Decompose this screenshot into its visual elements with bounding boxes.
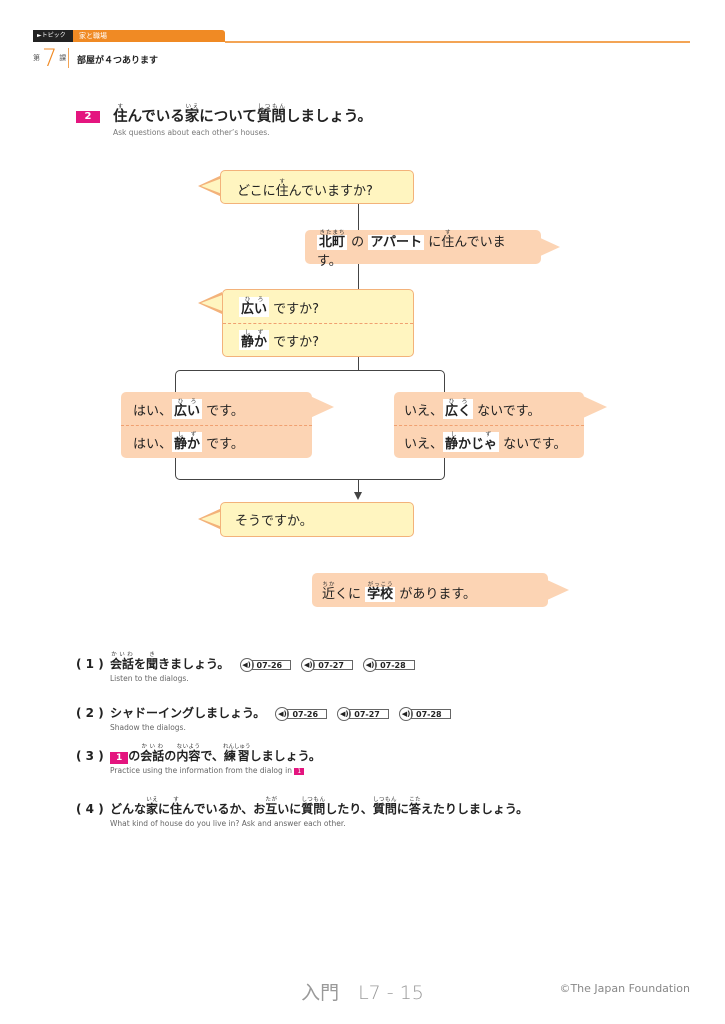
lesson-title: 部屋が４つあります [77, 56, 159, 66]
lesson-pre: 第 [33, 54, 40, 62]
flow-line [358, 264, 359, 289]
page-number: 入門 L7 - 15 [301, 982, 424, 1004]
flow-line [358, 203, 359, 230]
section-title: 住すんでいる家いえについて質問しつもんしましょう。 [113, 104, 372, 125]
divider [68, 48, 69, 68]
arrow-down-icon [354, 492, 362, 500]
housing-type-word: アパート [368, 234, 425, 250]
question-bubble-features: 広いひろ ですか? 静かしず ですか? [222, 289, 414, 357]
audio-button[interactable]: ◀)07-28 [399, 706, 451, 721]
place-word: 北町きたまち [317, 229, 348, 250]
section-subtitle: Ask questions about each other’s houses. [113, 128, 270, 137]
task-2: ( 2 )シャドーイングしましょう。 ◀)07-26 ◀)07-27 ◀)07-… [76, 704, 451, 732]
question-bubble-where: どこに住すんでいますか? [220, 170, 414, 204]
answer-bubble-yes: はい、広いひろ です。 はい、静かしず です。 [121, 392, 312, 458]
answer-bubble-no: いえ、広くひろ ないです。 いえ、静かじゃしず ないです。 [394, 392, 584, 458]
topic-tag: ►トピック [33, 30, 73, 42]
reaction-text: そうですか。 [235, 514, 313, 529]
question-row: 広いひろ ですか? [239, 297, 320, 317]
answer-row: いえ、静かじゃしず ないです。 [394, 425, 584, 458]
task-1: ( 1 )会話かいわを聞ききましょう。 ◀)07-26 ◀)07-27 ◀)07… [76, 652, 415, 683]
task-4: ( 4 )どんな家いえに住すんでいるか、お互たがいに質問しつもんしたり、質問しつ… [76, 797, 529, 828]
speaker-icon: ◀) [337, 706, 352, 721]
audio-button[interactable]: ◀)07-27 [301, 657, 353, 672]
lesson-num: 7 [42, 44, 58, 72]
bubble-tail [545, 579, 569, 601]
answer-row: いえ、広くひろ ないです。 [404, 399, 541, 419]
dialog-badge: 1 [110, 752, 129, 764]
header-rule [225, 41, 690, 43]
speaker-icon: ◀) [363, 657, 378, 672]
flow-line [358, 480, 359, 494]
audio-button[interactable]: ◀)07-26 [239, 657, 292, 672]
section-number: 2 [76, 111, 100, 123]
reaction-bubble: そうですか。 [220, 502, 414, 537]
speaker-icon: ◀) [275, 706, 290, 721]
audio-button[interactable]: ◀)07-28 [363, 657, 415, 672]
question-text: どこに住すんでいますか? [237, 179, 373, 199]
question-row: 静かしず ですか? [223, 323, 413, 356]
answer-bubble-location: 北町きたまち の アパート に住すんでいます。 [305, 229, 541, 269]
audio-button[interactable]: ◀)07-27 [337, 706, 389, 721]
topic-label: 家と職場 [73, 30, 225, 42]
flow-line [358, 356, 359, 371]
audio-button[interactable]: ◀)07-26 [275, 706, 328, 721]
bubble-tail [583, 396, 607, 418]
task-translation: What kind of house do you live in? Ask a… [110, 819, 346, 828]
task-translation: Shadow the dialogs. [110, 723, 186, 732]
lesson-post: 課 [59, 54, 67, 62]
extra-info-bubble: 近ちかくに 学校がっこう があります。 [312, 573, 548, 607]
speaker-icon: ◀) [399, 706, 414, 721]
answer-row: はい、静かしず です。 [121, 425, 312, 458]
speaker-icon: ◀) [301, 657, 316, 672]
task-translation: Listen to the dialogs. [110, 674, 189, 683]
speaker-icon: ◀) [239, 657, 254, 672]
copyright: ©The Japan Foundation [559, 982, 690, 995]
answer-row: はい、広いひろ です。 [133, 399, 244, 419]
task-translation: Practice using the information from the … [110, 766, 321, 775]
